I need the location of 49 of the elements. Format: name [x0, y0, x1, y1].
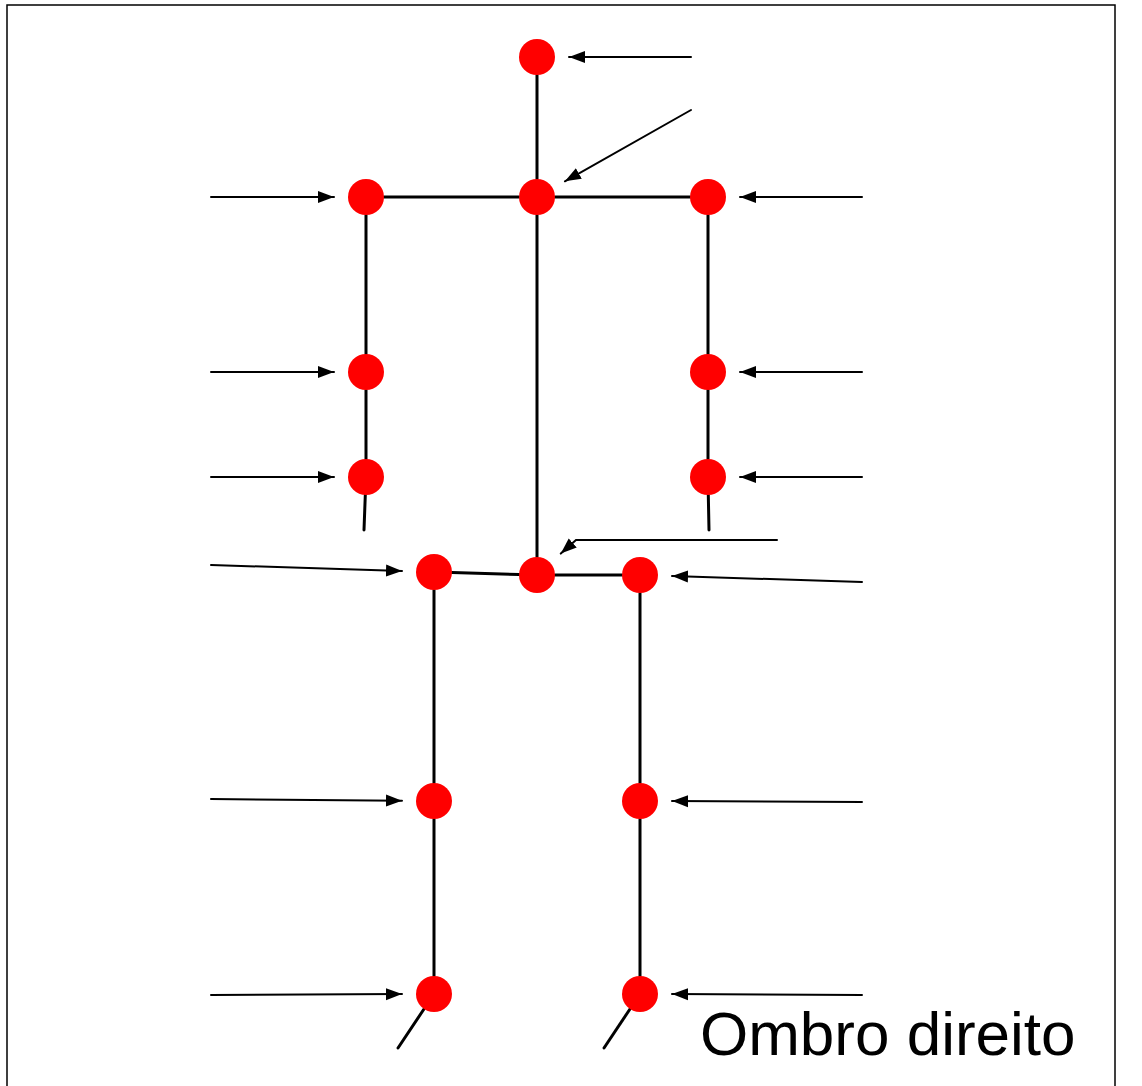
arrow	[671, 570, 863, 583]
arrow	[559, 538, 778, 555]
joint-dot	[348, 459, 384, 495]
arrow	[210, 191, 335, 203]
joint-dot	[416, 976, 452, 1012]
joint-dot	[348, 179, 384, 215]
line	[706, 493, 711, 532]
joint-dot	[416, 783, 452, 819]
line	[706, 388, 710, 461]
line	[706, 213, 710, 356]
line	[535, 213, 539, 559]
joint-dot	[519, 557, 555, 593]
joint-dot	[622, 783, 658, 819]
arrow	[210, 988, 403, 1001]
arrow	[739, 366, 863, 378]
joint-dot	[690, 179, 726, 215]
arrow	[671, 988, 863, 1001]
line	[364, 213, 368, 356]
line	[535, 73, 539, 181]
line	[382, 195, 521, 199]
arrow	[739, 191, 863, 203]
line	[553, 195, 692, 199]
line	[396, 1007, 426, 1050]
line	[638, 817, 642, 978]
line	[602, 1007, 632, 1050]
arrow	[210, 471, 335, 483]
joint-dot	[622, 976, 658, 1012]
arrow	[210, 794, 403, 807]
joint-dot	[690, 459, 726, 495]
joint-dot	[690, 354, 726, 390]
arrow	[568, 51, 692, 63]
arrow	[671, 795, 863, 808]
joint-dot	[519, 39, 555, 75]
joint-dot	[348, 354, 384, 390]
joint-dot	[519, 179, 555, 215]
line	[450, 571, 521, 576]
arrow	[210, 564, 403, 577]
line	[553, 573, 624, 577]
line	[362, 493, 367, 532]
arrow	[210, 366, 335, 378]
arrow	[739, 471, 863, 483]
line	[364, 388, 368, 461]
arrow	[563, 109, 692, 183]
joint-dot	[622, 557, 658, 593]
label-text: Ombro direito	[700, 1000, 1076, 1069]
line	[432, 817, 436, 978]
line	[432, 588, 436, 785]
line	[638, 591, 642, 785]
joint-dot	[416, 554, 452, 590]
